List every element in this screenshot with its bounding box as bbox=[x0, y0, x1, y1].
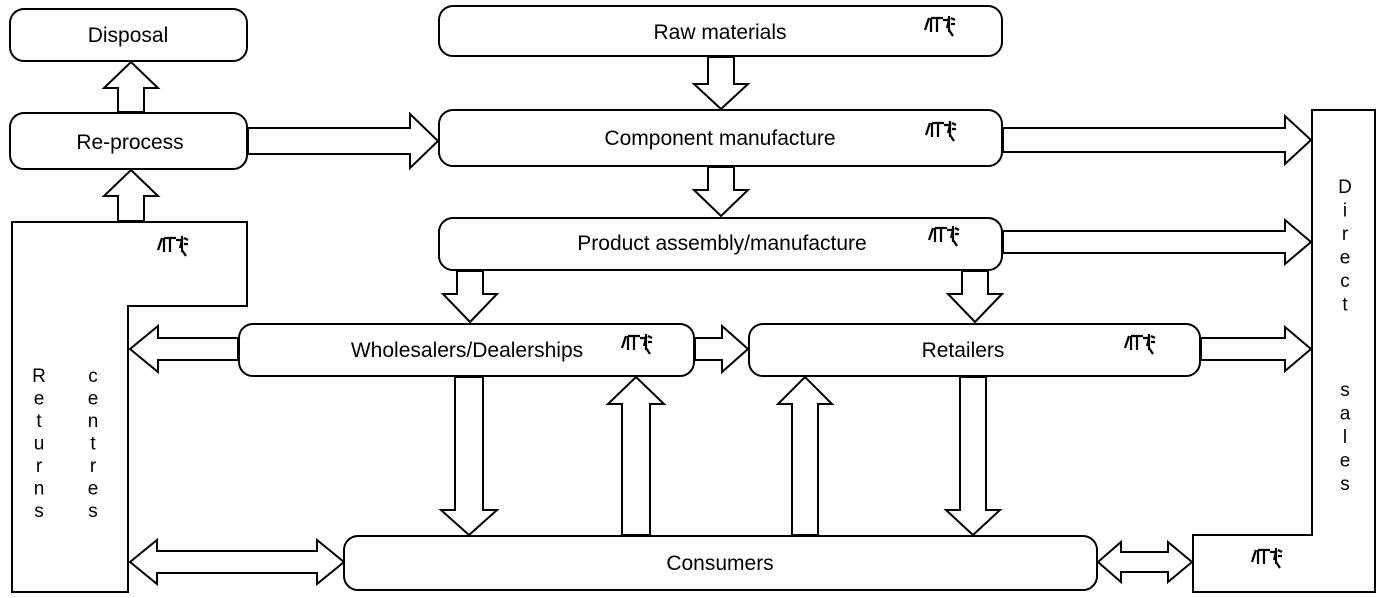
vertical-letter: t bbox=[90, 434, 96, 455]
arrow-reprocess-to-disposal bbox=[101, 60, 161, 113]
arrow-retailers-to-direct bbox=[1200, 324, 1313, 374]
arrow-returns-to-reprocess bbox=[101, 168, 161, 222]
arrow-consumers-to-wholesalers bbox=[605, 375, 667, 536]
returns-centres-box bbox=[11, 221, 248, 593]
consumers-label: Consumers bbox=[666, 552, 773, 575]
vertical-letter: R bbox=[32, 366, 46, 387]
vertical-letter: e bbox=[1340, 248, 1351, 269]
vertical-letter: a bbox=[1340, 404, 1351, 425]
vertical-letter: r bbox=[36, 456, 43, 477]
vertical-letter: l bbox=[1343, 427, 1347, 448]
vertical-letter: t bbox=[1342, 295, 1348, 316]
arrow-component-to-assembly bbox=[691, 166, 751, 218]
vertical-letter: s bbox=[88, 501, 98, 522]
vertical-letter: c bbox=[1340, 271, 1350, 292]
arrow-assembly-to-direct bbox=[1002, 217, 1313, 267]
vertical-letter: n bbox=[34, 479, 45, 500]
vertical-letter: s bbox=[1340, 474, 1350, 495]
vertical-letter: D bbox=[1338, 177, 1352, 198]
vertical-letter: t bbox=[36, 411, 42, 432]
vertical-letter: c bbox=[88, 366, 98, 387]
arrow-wholesalers-to-retailers bbox=[694, 323, 750, 375]
arrow-assembly-to-wholesalers bbox=[440, 270, 500, 324]
arrow-retailers-to-consumers bbox=[943, 376, 1003, 537]
vertical-letter: e bbox=[88, 389, 99, 410]
vertical-letter: n bbox=[88, 411, 99, 432]
vertical-letter: u bbox=[34, 434, 45, 455]
arrow-wholesalers-to-returns bbox=[128, 323, 239, 375]
arrow-consumers-direct-bidirectional bbox=[1096, 539, 1194, 585]
vertical-letter: s bbox=[1340, 380, 1350, 401]
disposal-label: Disposal bbox=[88, 24, 169, 47]
arrow-reprocess-to-component bbox=[247, 111, 440, 171]
vertical-letter: r bbox=[1342, 224, 1349, 245]
vertical-letter: e bbox=[34, 389, 45, 410]
direct-sales-box bbox=[1192, 109, 1376, 593]
vertical-letter: s bbox=[34, 501, 44, 522]
arrow-assembly-to-retailers bbox=[945, 270, 1005, 324]
vertical-letter: r bbox=[90, 456, 97, 477]
disposal-box bbox=[9, 8, 248, 62]
component-manufacture-label: Component manufacture bbox=[604, 127, 835, 150]
arrow-rawmaterials-to-component bbox=[691, 56, 751, 111]
raw-materials-label: Raw materials bbox=[653, 21, 786, 44]
vertical-letter: i bbox=[1343, 201, 1347, 222]
vertical-letter: e bbox=[88, 479, 99, 500]
reprocess-label: Re-process bbox=[76, 131, 183, 154]
vertical-letter: e bbox=[1340, 451, 1351, 472]
arrow-consumers-to-retailers bbox=[775, 375, 835, 536]
arrow-component-to-direct bbox=[1002, 113, 1313, 167]
arrow-wholesalers-to-consumers bbox=[438, 376, 500, 537]
wholesalers-label: Wholesalers/Dealerships bbox=[351, 339, 583, 362]
arrow-returns-consumers-bidirectional bbox=[128, 537, 346, 587]
retailers-label: Retailers bbox=[922, 339, 1005, 362]
product-assembly-label: Product assembly/manufacture bbox=[577, 232, 866, 255]
